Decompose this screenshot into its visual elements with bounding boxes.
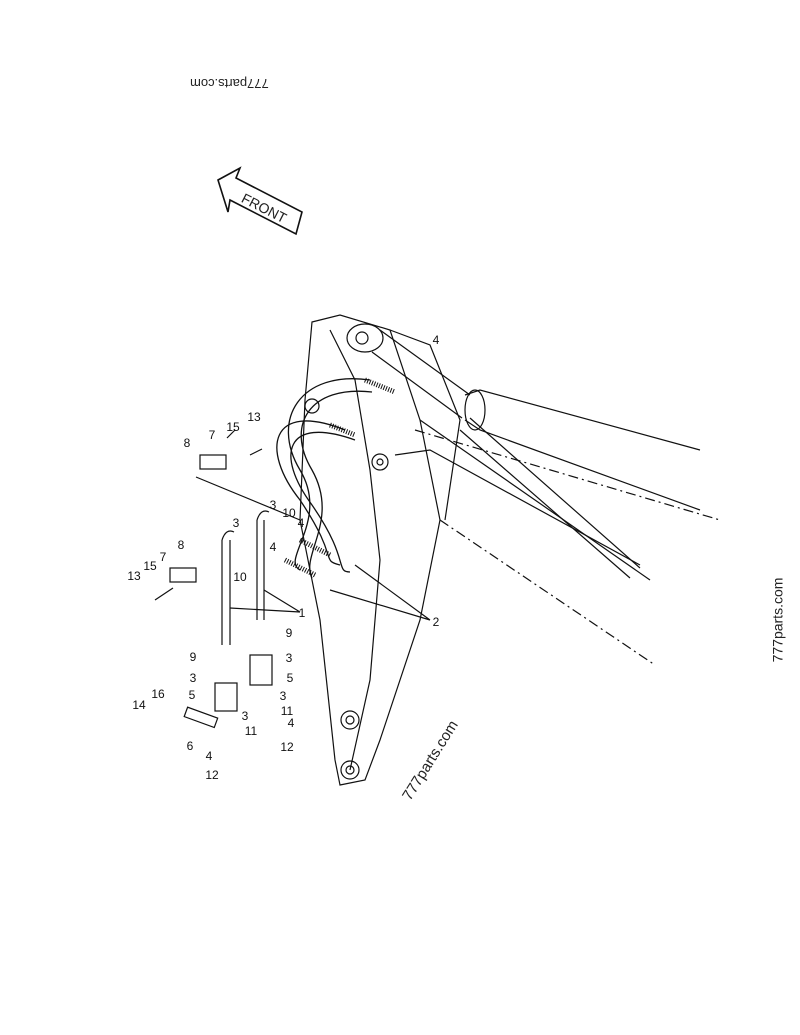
front-arrow	[217, 166, 303, 236]
callout-label: 6	[186, 739, 194, 753]
callout-label: 13	[127, 569, 141, 583]
callout-label: 3	[279, 689, 287, 703]
callout-label: 4	[205, 749, 213, 763]
boom-cylinder	[346, 323, 701, 579]
callout-label: 4	[297, 516, 305, 530]
watermark-right: 777parts.com	[769, 577, 786, 663]
callout-label: 1	[298, 606, 306, 620]
callout-label: 13	[247, 410, 261, 424]
callout-label: 3	[269, 498, 277, 512]
callout-label: 11	[280, 704, 294, 718]
callout-label: 7	[159, 550, 167, 564]
callout-label: 12	[280, 740, 294, 754]
callout-label: 4	[287, 716, 295, 730]
callout-label: 8	[183, 436, 191, 450]
callout-label: 9	[189, 650, 197, 664]
callout-label: 12	[205, 768, 219, 782]
callout-label: 15	[226, 420, 240, 434]
boom-structure	[299, 314, 721, 786]
callout-label: 9	[285, 626, 293, 640]
callout-label: 5	[188, 688, 196, 702]
callout-label: 5	[286, 671, 294, 685]
callout-label: 10	[282, 506, 296, 520]
callout-label: 10	[233, 570, 247, 584]
callout-label: 14	[132, 698, 146, 712]
callout-label: 8	[177, 538, 185, 552]
pipes-and-fittings	[154, 429, 431, 729]
callout-label: 3	[189, 671, 197, 685]
watermark-top: 777parts.com	[190, 76, 269, 91]
callout-label: 16	[151, 687, 165, 701]
callout-label: 3	[232, 516, 240, 530]
hoses	[276, 377, 396, 579]
callout-label: 11	[244, 724, 258, 738]
callout-label: 15	[143, 559, 157, 573]
callout-label: 4	[432, 333, 440, 347]
callout-label: 2	[432, 615, 440, 629]
callout-label: 3	[241, 709, 249, 723]
callout-label: 7	[208, 428, 216, 442]
callout-label: 4	[269, 540, 277, 554]
callout-label: 3	[285, 651, 293, 665]
